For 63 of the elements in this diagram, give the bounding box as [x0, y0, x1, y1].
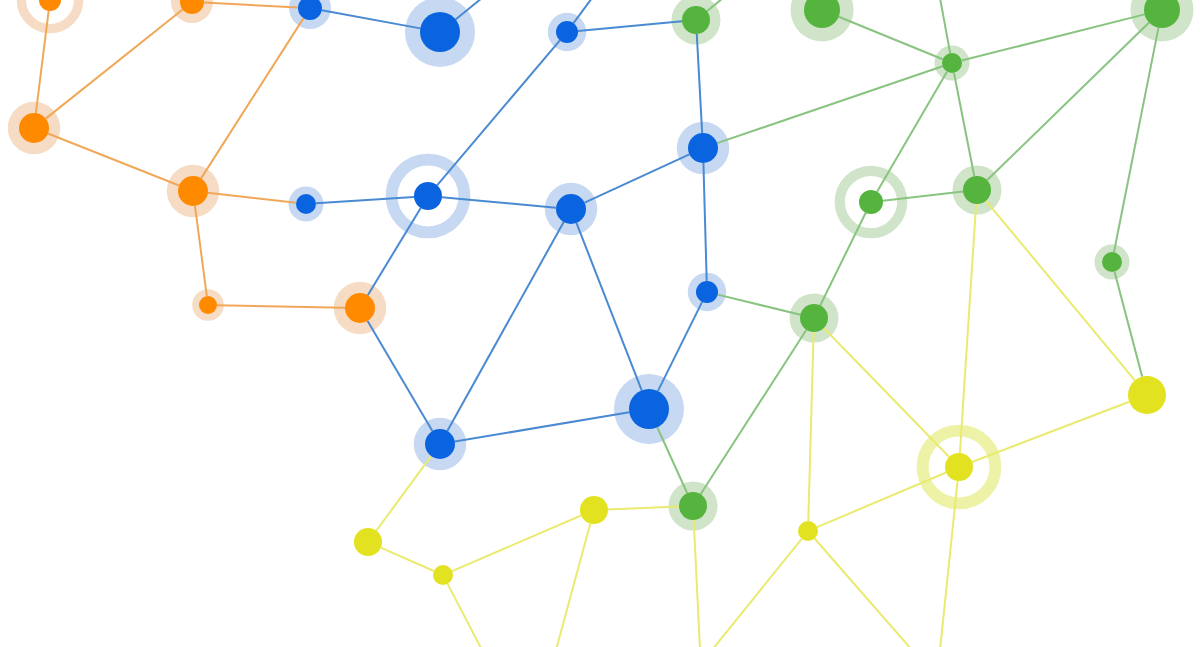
connector-line [984, 199, 1136, 382]
network-node [580, 496, 608, 524]
connector-line [939, 479, 959, 647]
connector-line [702, 162, 708, 282]
connector-line [440, 196, 558, 209]
connector-line [958, 202, 978, 455]
connector-line [716, 65, 944, 145]
connector-line [44, 8, 184, 120]
connector-line [193, 204, 208, 298]
connector-line [656, 426, 689, 495]
connector-line [576, 20, 684, 32]
connector-line [822, 327, 951, 458]
connector-line [1112, 26, 1160, 254]
connector-line [716, 293, 802, 316]
connector-line [572, 0, 593, 25]
connector-line [453, 411, 631, 443]
connector-line [46, 132, 181, 187]
connector-line [555, 522, 592, 647]
connector-line [692, 519, 701, 647]
connector-line [960, 13, 1146, 62]
connector-line [216, 304, 346, 309]
connector-line [366, 206, 422, 297]
connector-line [315, 195, 416, 205]
network-node [433, 565, 453, 585]
connector-line [881, 190, 965, 202]
connector-line [986, 21, 1151, 182]
network-node [1128, 376, 1166, 414]
connector-line [375, 455, 433, 532]
network-node [298, 0, 322, 20]
connector-line [819, 211, 867, 307]
network-node [859, 190, 883, 214]
connector-line [876, 70, 948, 193]
connector-line [695, 33, 704, 134]
connector-line [320, 9, 422, 30]
connector-line [971, 400, 1131, 463]
network-node [798, 521, 818, 541]
connector-line [607, 505, 680, 511]
connector-line [952, 71, 976, 178]
connector-line [436, 39, 561, 187]
network-node [414, 182, 442, 210]
connector-line [837, 15, 944, 61]
connector-line [1113, 270, 1144, 378]
connector-line [711, 537, 803, 647]
connector-line [34, 9, 50, 115]
connector-line [446, 582, 483, 647]
connector-line [451, 514, 583, 573]
connector-line [446, 221, 565, 432]
connector-line [206, 191, 298, 204]
connector-line [939, 0, 952, 55]
connector-line [699, 328, 808, 496]
connector-line [807, 331, 815, 522]
connector-line [816, 471, 948, 529]
connector-line [656, 300, 704, 393]
connector-line [366, 319, 434, 433]
network-node [354, 528, 382, 556]
connector-line [454, 0, 483, 21]
connector-line [379, 546, 435, 572]
connector-line [583, 153, 691, 204]
connector-line [813, 537, 913, 647]
connector-line [203, 1, 299, 9]
connector-line [575, 222, 643, 392]
connector-line [200, 17, 305, 180]
network-node [945, 453, 973, 481]
